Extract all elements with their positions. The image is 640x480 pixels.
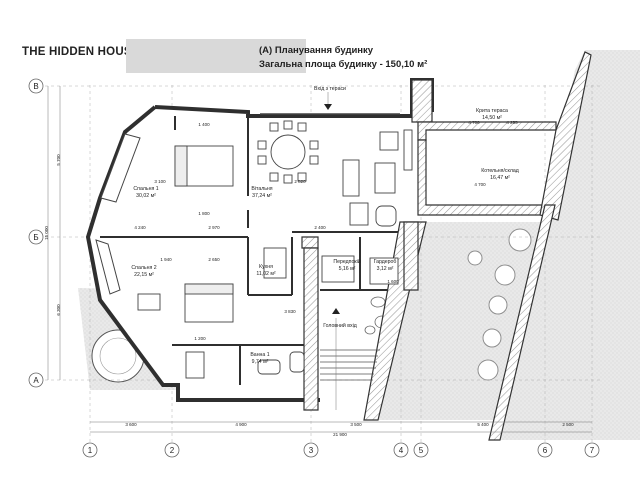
- room-area: 5,16 м²: [339, 266, 356, 272]
- dimension-interior: 2 820: [294, 179, 306, 184]
- dimension-segment: 2 500: [562, 422, 574, 427]
- dimension-lines: [47, 86, 592, 433]
- room-name: Крита тераса: [476, 108, 508, 114]
- landscape-stones: [467, 228, 532, 381]
- room-name: Гардероб: [374, 259, 397, 265]
- dimension-segment: 3 600: [125, 422, 137, 427]
- dimension-interior: 3 830: [284, 309, 296, 314]
- dimension-segment: 5 400: [477, 422, 489, 427]
- dimension-interior: 1 800: [198, 211, 210, 216]
- dimension-total-bottom: 21 900: [333, 432, 347, 437]
- row-axis-labels: В Б А: [33, 82, 39, 385]
- room-area: 9,74 м²: [252, 359, 269, 365]
- dimension-interior: 1 600: [387, 279, 399, 284]
- column-axis-labels: 1 2 3 4 5 6 7: [88, 446, 595, 455]
- bedroom-furniture: [137, 145, 399, 379]
- brand-title: THE HIDDEN HOUSE: [22, 46, 140, 58]
- room-area: 22,15 м²: [134, 272, 154, 278]
- column-axis-markers: [82, 442, 600, 458]
- dimension-interior: 1 940: [160, 257, 172, 262]
- room-area: 37,24 м²: [252, 193, 272, 199]
- dimension-labels: 21 900 3 600 4 900 3 500 5 400 2 500 15 …: [44, 120, 574, 437]
- column-axis-label: 6: [543, 446, 548, 455]
- plan-title: (А) Планування будинку Загальна площа бу…: [259, 44, 427, 72]
- column-axis-label: 1: [88, 446, 93, 455]
- house-floor: [88, 107, 418, 400]
- dimension-interior: 1 200: [194, 336, 206, 341]
- terrace-entry-label: Вхід з тераси: [314, 86, 346, 92]
- row-axis-label: Б: [33, 233, 38, 242]
- room-area: 3,12 м²: [377, 266, 394, 272]
- room-name: Ванна 1: [250, 352, 269, 358]
- entry-stairs: [320, 349, 380, 381]
- room-name: Вітальня: [251, 186, 272, 192]
- dimension-interior: 4 700: [474, 182, 486, 187]
- room-name: Котельня/склад: [481, 168, 519, 174]
- room-name: Спальня 1: [133, 186, 158, 192]
- column-axis-label: 3: [309, 446, 314, 455]
- dimension-interior: 1 400: [198, 122, 210, 127]
- main-entry-label: Головний вхід: [323, 322, 357, 329]
- living-furniture: [342, 129, 413, 227]
- row-axis-markers: [28, 78, 44, 388]
- dimension-interior: 2 650: [208, 257, 220, 262]
- plan-title-line1: (А) Планування будинку: [259, 45, 374, 56]
- room-name: Кухня: [259, 264, 273, 270]
- windows: [95, 113, 400, 295]
- room-area: 14,50 м²: [482, 115, 502, 121]
- row-axis-label: А: [33, 376, 39, 385]
- dimension-total-left: 15 000: [44, 226, 49, 240]
- dimension-segment: 5 700: [56, 154, 61, 166]
- dimension-interior: 4 700: [468, 120, 480, 125]
- dimension-segment: 3 500: [350, 422, 362, 427]
- dimension-interior: 4 240: [134, 225, 146, 230]
- column-axis-label: 2: [170, 446, 175, 455]
- column-axis-label: 7: [590, 446, 595, 455]
- row-axis-label: В: [33, 82, 38, 91]
- column-axis-label: 5: [419, 446, 424, 455]
- header: THE HIDDEN HOUSE (А) Планування будинку …: [0, 36, 640, 76]
- dimension-segment: 4 900: [235, 422, 247, 427]
- room-name: Передпокій: [333, 258, 360, 265]
- dimension-interior: 3 100: [154, 179, 166, 184]
- dimension-interior: 2 970: [208, 225, 220, 230]
- hatched-walls: [301, 51, 592, 441]
- title-box: (А) Планування будинку Загальна площа бу…: [126, 39, 427, 73]
- room-area: 16,47 м²: [490, 175, 510, 181]
- room-labels: Спальня 1 30,02 м² Вітальня 37,24 м² Спа…: [131, 108, 518, 365]
- plan-title-line2: Загальна площа будинку - 150,10 м²: [259, 59, 428, 70]
- entry-arrows: [324, 104, 340, 314]
- column-axis-label: 4: [399, 446, 404, 455]
- entry-labels: Вхід з тераси Головний вхід: [314, 86, 357, 329]
- dimension-segment: 6 300: [56, 304, 61, 316]
- dimension-interior: 2 400: [314, 225, 326, 230]
- dining-set: [257, 120, 319, 184]
- dimension-interior: 4 255: [506, 120, 518, 125]
- room-area: 30,02 м²: [136, 193, 156, 199]
- room-name: Спальня 2: [131, 265, 156, 271]
- room-area: 11,02 м²: [256, 271, 276, 277]
